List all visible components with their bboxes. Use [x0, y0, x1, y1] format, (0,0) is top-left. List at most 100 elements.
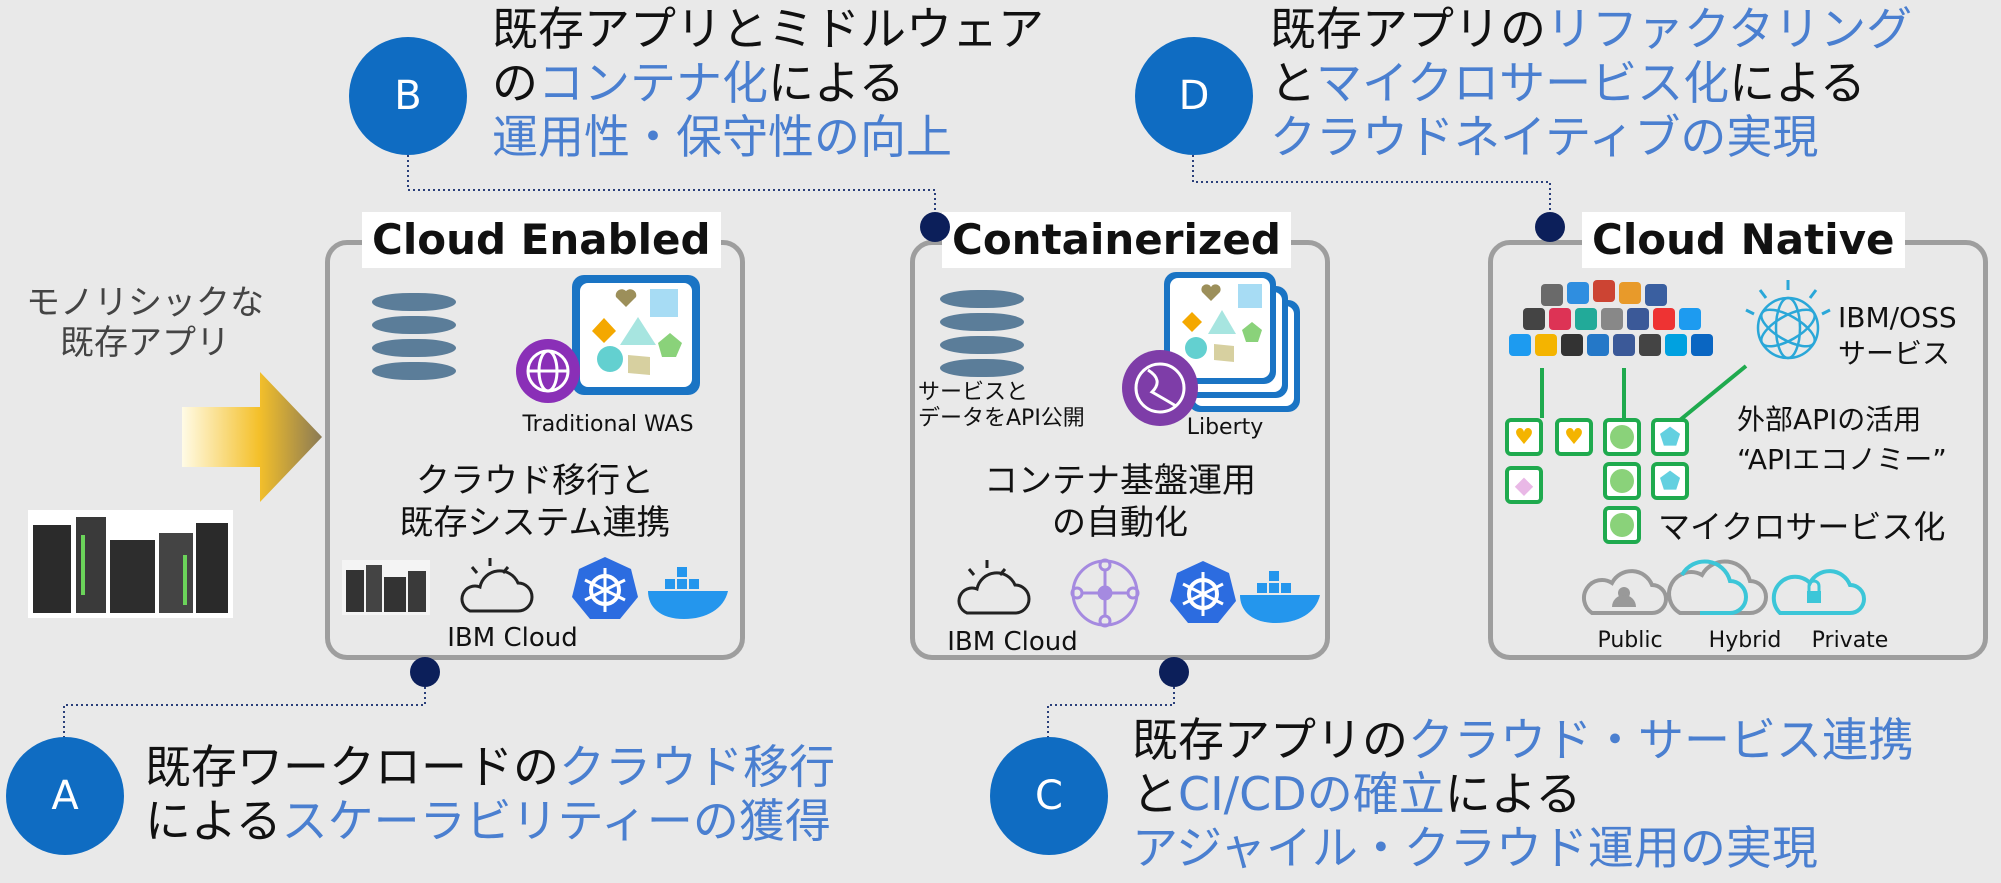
monolith-label: モノリシックな 既存アプリ — [10, 283, 280, 363]
badge-a: A — [6, 737, 124, 855]
api-economy-label: 外部APIの活用 “APIエコノミー” — [1737, 400, 1977, 480]
callout-c-line2-a: と — [1132, 767, 1178, 821]
callout-d-line2: とマイクロサービス化による — [1270, 56, 1912, 110]
connector-dot-d — [1535, 212, 1565, 242]
microservice-links — [1540, 364, 1748, 422]
microservice-circle-3 — [1603, 506, 1641, 544]
connector-dot-b — [920, 212, 950, 242]
ibm-cloud-label-containerized: IBM Cloud — [947, 627, 1078, 657]
callout-d-line2-highlight: マイクロサービス化 — [1316, 56, 1730, 110]
migration-arrow-icon — [182, 372, 322, 502]
callout-c-line1-a: 既存アプリの — [1132, 713, 1408, 767]
cloud-enabled-caption-line1: クラウド移行と — [416, 461, 654, 501]
callout-c: 既存アプリのクラウド・サービス連携 とCI/CDの確立による アジャイル・クラウ… — [1132, 713, 1914, 875]
docker-icon — [1240, 571, 1320, 623]
callout-a-line1: 既存ワークロードのクラウド移行 — [145, 740, 835, 794]
microservice-circle-2 — [1603, 462, 1641, 500]
cloud-type-private: Private — [1811, 628, 1889, 653]
microservice-pentagon-2: ⬟ — [1651, 462, 1689, 500]
callout-a-line1-highlight: クラウド移行 — [559, 740, 835, 794]
callout-d-line1-highlight: リファクタリング — [1546, 2, 1913, 56]
microservice-circle-1 — [1603, 418, 1641, 456]
cloud-type-public: Public — [1597, 628, 1663, 653]
callout-c-line1: 既存アプリのクラウド・サービス連携 — [1132, 713, 1914, 767]
callout-c-line1-highlight: クラウド・サービス連携 — [1408, 713, 1914, 767]
callout-b-line3: 運用性・保守性の向上 — [492, 110, 952, 164]
callout-b-line2-c: による — [768, 56, 905, 110]
callout-c-line2-c: による — [1444, 767, 1582, 821]
cloud-type-hybrid: Hybrid — [1708, 628, 1782, 653]
connector-dot-a — [410, 657, 440, 687]
callout-d-line1-a: 既存アプリの — [1270, 2, 1546, 56]
ibm-oss-label: IBM/OSS サービス — [1838, 300, 1978, 372]
liberty-label: Liberty — [1186, 415, 1264, 440]
containerized-tech-icons — [957, 558, 1320, 628]
callout-c-line2-highlight: CI/CDの確立 — [1178, 767, 1445, 821]
monolith-label-line2: 既存アプリ — [60, 323, 230, 363]
microservice-heart-2: ♥ — [1555, 418, 1593, 456]
monolith-label-line1: モノリシックな — [26, 283, 264, 323]
api-economy-label-line1: 外部APIの活用 — [1737, 403, 1922, 436]
callout-b: 既存アプリとミドルウェア のコンテナ化による 運用性・保守性の向上 — [492, 2, 1044, 164]
callout-a-line1-a: 既存ワークロードの — [145, 740, 559, 794]
callout-a-line2-a: による — [145, 794, 282, 848]
ibm-cloud-icon — [957, 560, 1031, 615]
containerized-caption-line2: の自動化 — [1052, 503, 1188, 543]
api-publish-label: サービスと データをAPI公開 — [918, 380, 1118, 432]
mini-server-icon — [342, 560, 430, 615]
containerized-title: Containerized — [942, 212, 1291, 268]
cloud-enabled-title: Cloud Enabled — [362, 212, 721, 268]
cloud-enabled-caption-line2: 既存システム連携 — [399, 503, 671, 543]
containerized-caption-line1: コンテナ基盤運用 — [984, 461, 1256, 501]
microservice-diamond: ◆ — [1505, 466, 1543, 504]
microservice-label: マイクロサービス化 — [1658, 508, 1946, 546]
connector-c — [1047, 672, 1175, 745]
callout-d-line1: 既存アプリのリファクタリング — [1270, 2, 1912, 56]
badge-d: D — [1135, 37, 1253, 155]
api-publish-label-line2: データをAPI公開 — [918, 406, 1085, 431]
app-shapes-icon — [516, 275, 700, 403]
ibm-oss-label-line2: サービス — [1838, 337, 1951, 370]
microservice-pentagon-1: ⬟ — [1651, 418, 1689, 456]
connector-dot-c — [1159, 657, 1189, 687]
containerized-caption: コンテナ基盤運用 の自動化 — [925, 460, 1315, 544]
mainframe-server-icon — [28, 510, 233, 618]
api-publish-label-line1: サービスと — [918, 380, 1029, 405]
app-icons-cloud — [1509, 280, 1713, 356]
hybrid-cloud-icon — [1582, 559, 1866, 615]
connector-b — [407, 150, 936, 225]
kubernetes-icon — [572, 557, 638, 619]
traditional-was-label: Traditional WAS — [522, 412, 694, 437]
docker-icon — [648, 567, 728, 619]
callout-c-line3: アジャイル・クラウド運用の実現 — [1132, 821, 1818, 875]
callout-b-line2-a: の — [492, 56, 538, 110]
database-icon — [372, 293, 456, 385]
ibm-cloud-icon — [460, 558, 534, 613]
ibm-oss-label-line1: IBM/OSS — [1838, 301, 1957, 334]
api-economy-label-line2: “APIエコノミー” — [1737, 443, 1947, 476]
callout-b-line2: のコンテナ化による — [492, 56, 1044, 110]
callout-b-line2-highlight: コンテナ化 — [538, 56, 768, 110]
microservice-heart-1: ♥ — [1505, 418, 1543, 456]
ibm-cloud-label-enabled: IBM Cloud — [447, 623, 578, 653]
cloud-native-title: Cloud Native — [1582, 212, 1905, 268]
callout-b-line1: 既存アプリとミドルウェア — [492, 2, 1044, 56]
callout-d: 既存アプリのリファクタリング とマイクロサービス化による クラウドネイティブの実… — [1270, 2, 1912, 164]
kubernetes-icon — [1170, 561, 1236, 623]
callout-c-line2: とCI/CDの確立による — [1132, 767, 1914, 821]
callout-d-line3: クラウドネイティブの実現 — [1270, 110, 1819, 164]
callout-a: 既存ワークロードのクラウド移行 によるスケーラビリティーの獲得 — [145, 740, 835, 848]
connector-a — [63, 672, 426, 745]
connector-d — [1192, 150, 1551, 225]
ibm-watson-icon — [1745, 280, 1831, 360]
istio-mesh-icon — [1070, 558, 1140, 628]
badge-b: B — [349, 37, 467, 155]
callout-a-line2-highlight: スケーラビリティーの獲得 — [281, 794, 831, 848]
callout-a-line2: によるスケーラビリティーの獲得 — [145, 794, 835, 848]
stacked-container-apps-icon — [1122, 272, 1300, 426]
badge-c: C — [990, 737, 1108, 855]
database-icon — [940, 290, 1024, 382]
callout-d-line2-a: と — [1270, 56, 1316, 110]
